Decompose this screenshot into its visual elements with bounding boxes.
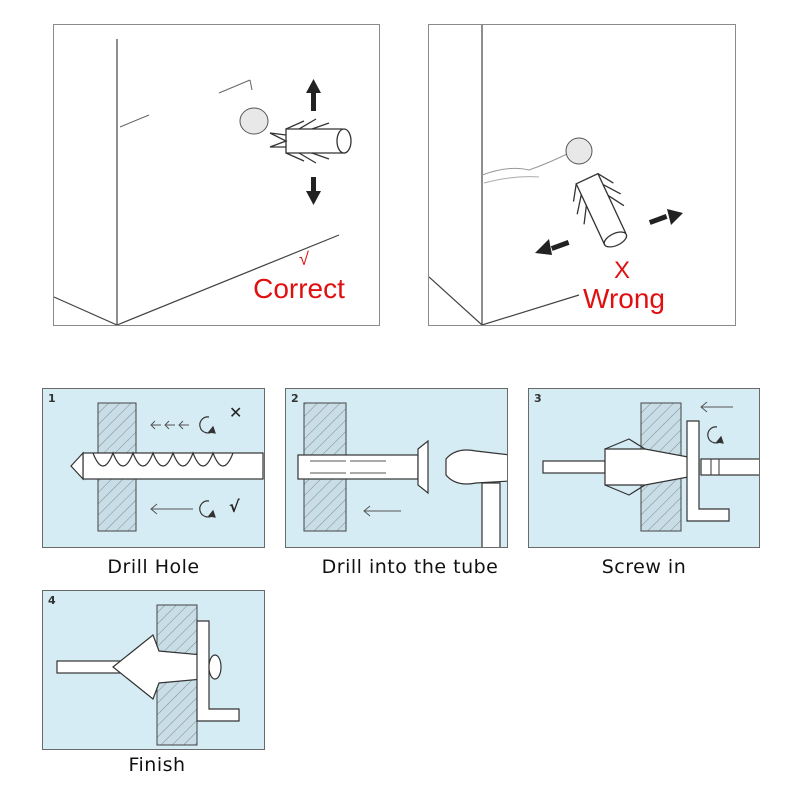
wrong-panel: X Wrong xyxy=(428,24,736,326)
step-4-illustration xyxy=(56,604,240,746)
step-1-caption: Drill Hole xyxy=(107,556,200,578)
arrow-up-icon xyxy=(306,79,321,111)
correct-panel: √ Correct xyxy=(53,24,380,326)
step-1-illustration xyxy=(70,402,264,532)
hammer-icon xyxy=(445,449,507,547)
step-2-caption: Drill into the tube xyxy=(321,556,499,578)
step-3-panel: 3 xyxy=(528,388,760,548)
rotate-icon-top xyxy=(199,416,216,434)
step-4-caption: Finish xyxy=(128,754,186,776)
wrong-illustration xyxy=(429,25,683,325)
correct-check-mark: √ xyxy=(299,249,309,269)
wrong-label: Wrong xyxy=(583,283,665,314)
single-arrow-icon xyxy=(150,503,193,515)
push-arrows-icon xyxy=(150,420,189,430)
arrow-left-icon xyxy=(535,239,570,255)
step-3-caption: Screw in xyxy=(601,556,687,578)
step-1-number: 1 xyxy=(48,392,56,405)
correct-illustration xyxy=(54,39,352,325)
rotate-icon xyxy=(707,426,724,444)
push-arrow-icon xyxy=(363,505,401,517)
step-2-number: 2 xyxy=(291,392,299,405)
step-2-illustration xyxy=(297,402,507,547)
correct-label: Correct xyxy=(253,273,345,304)
step-4-panel: 4 xyxy=(42,590,265,750)
step-3-number: 3 xyxy=(534,392,542,405)
wall-anchor-correct xyxy=(269,118,352,164)
right-method-check: √ xyxy=(229,497,240,516)
push-arrow-icon xyxy=(700,401,733,413)
step-3-illustration xyxy=(542,401,759,532)
rotate-icon-bottom xyxy=(199,500,216,518)
step-1-panel: 1 ✕ √ xyxy=(42,388,265,548)
wrong-x-mark: X xyxy=(613,257,630,284)
arrow-right-icon xyxy=(648,209,683,225)
wall-anchor-wrong xyxy=(572,172,628,248)
wrong-method-x: ✕ xyxy=(229,403,243,422)
arrow-down-icon xyxy=(306,177,321,205)
step-2-panel: 2 xyxy=(285,388,508,548)
step-4-number: 4 xyxy=(48,594,56,607)
